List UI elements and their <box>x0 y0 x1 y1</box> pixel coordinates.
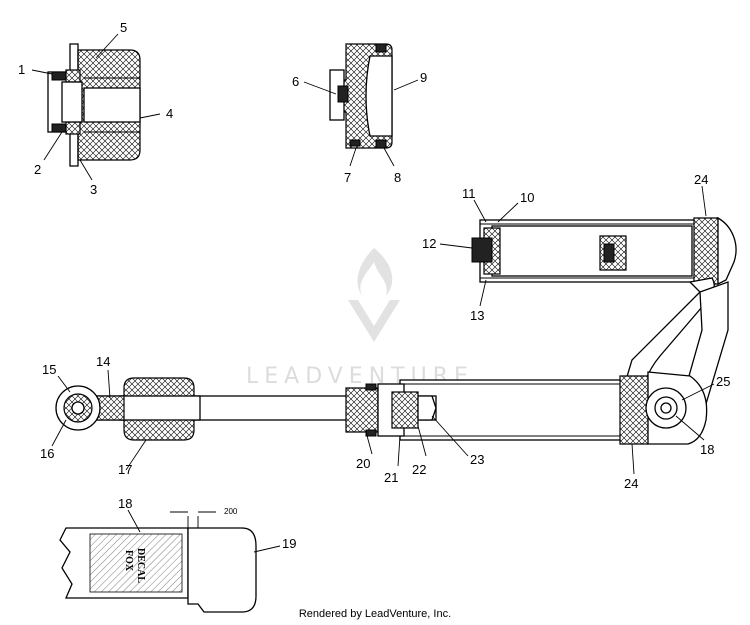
label-11: 11 <box>462 186 476 201</box>
label-7: 7 <box>344 170 351 185</box>
label-14: 14 <box>96 354 110 369</box>
label-15: 15 <box>42 362 56 377</box>
label-2: 2 <box>34 162 41 177</box>
label-24-bottom: 24 <box>624 476 638 491</box>
label-17: 17 <box>118 462 132 477</box>
label-3: 3 <box>90 182 97 197</box>
footer-credit: Rendered by LeadVenture, Inc. <box>298 608 452 620</box>
reservoir-cylinder <box>471 216 737 286</box>
label-9: 9 <box>420 70 427 85</box>
label-12: 12 <box>422 236 436 251</box>
label-16: 16 <box>40 446 54 461</box>
label-8: 8 <box>394 170 401 185</box>
shaft-eyelet <box>55 385 125 431</box>
label-25: 25 <box>716 374 730 389</box>
label-13: 13 <box>470 308 484 323</box>
label-18-eyelet: 18 <box>700 442 714 457</box>
decal-text-decal: DECAL <box>135 548 146 583</box>
eyelet-bushing-assembly <box>47 43 141 167</box>
label-10: 10 <box>520 190 534 205</box>
decal-detail: FOX DECAL <box>59 511 257 613</box>
dimension-label: 200 <box>224 507 238 516</box>
main-shock-body <box>399 371 708 445</box>
label-18-decal: 18 <box>118 496 132 511</box>
label-21: 21 <box>384 470 398 485</box>
decal-text-fox: FOX <box>123 550 134 572</box>
leadventure-watermark: LEADVENTURE <box>246 248 468 389</box>
label-1: 1 <box>18 62 25 77</box>
label-20: 20 <box>356 456 370 471</box>
label-22: 22 <box>412 462 426 477</box>
label-6: 6 <box>292 74 299 89</box>
label-5: 5 <box>120 20 127 35</box>
reservoir-end-cap <box>329 43 393 149</box>
label-24-top: 24 <box>694 172 708 187</box>
label-4: 4 <box>166 106 173 121</box>
label-19: 19 <box>282 536 296 551</box>
label-23: 23 <box>470 452 484 467</box>
